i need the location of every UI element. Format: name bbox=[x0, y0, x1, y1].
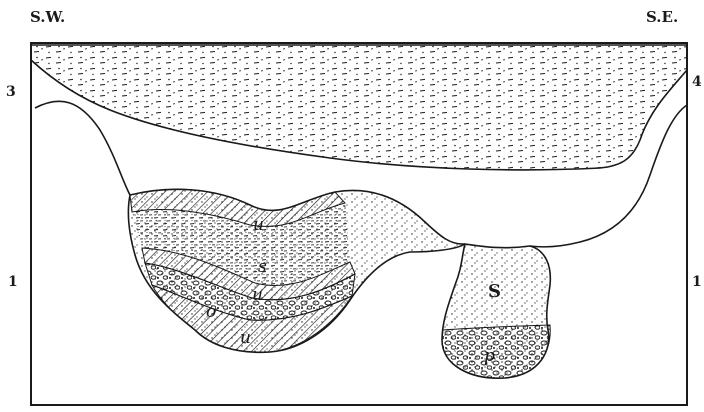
right-basin-pebbles bbox=[442, 325, 550, 378]
corner-label-se: S.E. bbox=[646, 8, 678, 26]
ground-outline bbox=[35, 101, 130, 195]
layer-label-s-left: s bbox=[258, 257, 267, 277]
layer-label-p: p bbox=[484, 346, 495, 366]
margin-label-right-top: 4 bbox=[692, 74, 702, 90]
layer-label-u-middle: u bbox=[252, 285, 263, 305]
layer-label-S-right: S bbox=[488, 281, 501, 302]
layer-label-o: o bbox=[206, 302, 216, 322]
upper-stratum bbox=[31, 45, 687, 170]
corner-label-sw: S.W. bbox=[30, 8, 65, 26]
layer-label-u-bottom: u bbox=[240, 328, 251, 348]
margin-label-left-top: 3 bbox=[6, 84, 16, 100]
margin-label-left-mid: 1 bbox=[8, 274, 18, 290]
margin-label-right-mid: 1 bbox=[692, 274, 702, 290]
layer-label-u-top: u bbox=[253, 215, 264, 235]
